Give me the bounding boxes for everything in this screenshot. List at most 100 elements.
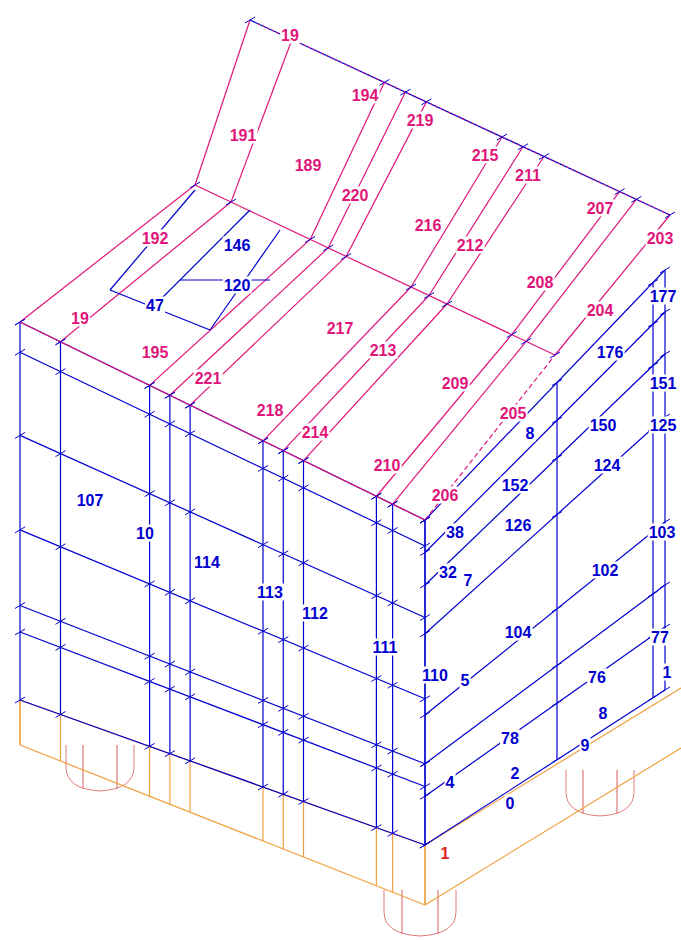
pile-outline (566, 770, 634, 816)
element-number: 110 (421, 667, 449, 684)
element-number: 192 (141, 230, 170, 247)
base-member (262, 787, 263, 841)
node-tick (388, 501, 398, 507)
node-tick (518, 144, 528, 150)
pile-outline (384, 890, 456, 936)
base-edge (425, 748, 681, 905)
element-number: 210 (373, 457, 402, 474)
base-edge (19, 700, 20, 745)
node-tick (165, 392, 175, 398)
node-tick (371, 493, 381, 499)
element-number: 150 (589, 417, 618, 434)
element-number: 176 (596, 344, 625, 361)
wall-member (425, 312, 665, 553)
opening-edge (150, 210, 250, 310)
wall-member (19, 322, 20, 700)
roof-member (61, 202, 232, 342)
wall-member (20, 435, 425, 617)
base-member (169, 754, 170, 805)
element-number: 8 (525, 425, 536, 442)
element-number: 217 (326, 320, 355, 337)
roof-member (526, 199, 636, 341)
base-member (60, 715, 61, 762)
element-number: 152 (501, 477, 530, 494)
element-number: 191 (229, 127, 258, 144)
roof-member (411, 137, 502, 287)
node-tick (442, 301, 452, 307)
base-member (392, 833, 393, 892)
element-number: 2 (510, 765, 521, 782)
node-tick (615, 189, 625, 195)
opening-edge (110, 290, 210, 330)
node-tick (665, 212, 675, 218)
base-member (303, 802, 304, 858)
wall-member (20, 606, 425, 764)
node-tick (323, 245, 333, 251)
node-tick (185, 402, 195, 408)
element-number: 8 (598, 705, 609, 722)
node-tick (420, 517, 430, 523)
element-number: 114 (193, 554, 221, 571)
wall-member (303, 461, 304, 802)
base-member (376, 828, 377, 886)
element-number: 47 (145, 297, 165, 314)
node-tick (145, 382, 155, 388)
wall-member (190, 405, 191, 761)
element-number: 19 (280, 27, 300, 44)
wall-member (20, 322, 425, 520)
node-tick (406, 284, 416, 290)
element-number: 104 (504, 624, 533, 641)
wall-member (20, 632, 425, 787)
wall-member (149, 385, 150, 746)
wall-member (425, 585, 665, 764)
element-number: 32 (438, 564, 458, 581)
roof-member (195, 20, 250, 185)
element-number: 213 (369, 342, 398, 359)
base-member (149, 746, 150, 796)
base-edge (20, 745, 425, 905)
roof-member (231, 40, 292, 203)
element-number: 19 (70, 310, 90, 327)
node-tick (278, 448, 288, 454)
element-number: 211 (514, 167, 542, 184)
element-number: 207 (586, 200, 615, 217)
roof-member (425, 355, 555, 520)
element-number: 125 (649, 417, 678, 434)
base-member (283, 794, 284, 849)
element-number: 204 (586, 302, 615, 319)
element-number: 195 (141, 344, 170, 361)
element-number: 189 (294, 157, 323, 174)
wall-member (425, 417, 665, 634)
element-number: 107 (76, 492, 105, 509)
base-edge (20, 700, 425, 845)
element-number: 124 (593, 457, 622, 474)
element-number: 126 (504, 517, 533, 534)
element-number: 220 (341, 187, 370, 204)
element-number: 0 (505, 795, 516, 812)
element-number: 10 (135, 525, 155, 542)
wall-member (283, 451, 284, 795)
node-tick (258, 438, 268, 444)
wall-member (425, 627, 665, 796)
element-number: 78 (500, 730, 520, 747)
element-number: 4 (445, 774, 456, 791)
node-tick (421, 99, 431, 105)
node-tick (245, 17, 255, 23)
element-number: 113 (256, 584, 284, 601)
wall-member (376, 496, 377, 827)
pile-edge (616, 770, 617, 814)
base-member (190, 761, 191, 812)
element-number: 208 (526, 274, 555, 291)
element-number: 194 (351, 87, 380, 104)
roof-member (190, 256, 346, 405)
element-number: 221 (194, 370, 223, 387)
roof-member (170, 248, 328, 395)
element-number: 151 (649, 375, 678, 392)
wall-member (20, 530, 425, 699)
wall-member (425, 690, 665, 845)
element-number: 9 (580, 737, 591, 754)
node-tick (424, 293, 434, 299)
element-number: 219 (406, 112, 435, 129)
base-edge (424, 845, 425, 905)
